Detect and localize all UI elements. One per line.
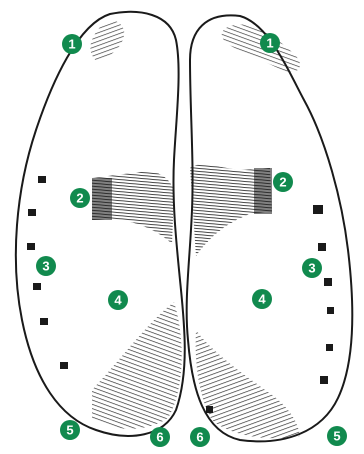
marker-badge-label: 6 <box>156 430 163 445</box>
marker-badge-right-outer-dots: 3 <box>302 258 322 278</box>
dot <box>28 209 36 216</box>
left-bottom-shading <box>92 302 182 429</box>
dot <box>40 318 48 325</box>
marker-badge-left-bottom-inner: 6 <box>150 427 170 447</box>
left-top-shading <box>90 21 124 62</box>
marker-badge-label: 1 <box>68 37 75 52</box>
marker-badge-label: 2 <box>76 191 83 206</box>
dot <box>326 344 333 351</box>
marker-badge-label: 4 <box>114 293 122 308</box>
marker-badge-left-outer-dots: 3 <box>36 256 56 276</box>
marker-badge-label: 5 <box>333 429 340 444</box>
dot <box>60 362 68 369</box>
marker-badge-left-center: 4 <box>108 290 128 310</box>
marker-badge-right-inner-block: 2 <box>273 172 293 192</box>
right-shape <box>187 15 353 441</box>
marker-badge-left-bottom-outer: 5 <box>60 420 80 440</box>
marker-badge-right-center: 4 <box>252 289 272 309</box>
left-inner-block-edge <box>92 178 112 220</box>
marker-badge-label: 3 <box>308 261 315 276</box>
marker-badge-right-bottom-outer: 5 <box>327 426 347 446</box>
right-top-shading <box>222 24 300 72</box>
marker-badge-left-inner-block: 2 <box>70 188 90 208</box>
marker-badge-right-top: 1 <box>260 33 280 53</box>
dot <box>206 406 213 413</box>
dot <box>320 376 328 384</box>
marker-badge-label: 4 <box>258 292 266 307</box>
dot <box>27 243 35 250</box>
marker-badge-left-top: 1 <box>62 34 82 54</box>
marker-badge-label: 1 <box>266 36 273 51</box>
right-inner-block-edge <box>254 168 272 214</box>
dot <box>33 283 41 290</box>
marker-badge-right-bottom-inner: 6 <box>190 427 210 447</box>
dot <box>38 176 46 183</box>
marker-badge-label: 2 <box>279 175 286 190</box>
marker-badge-label: 6 <box>196 430 203 445</box>
dot <box>318 243 326 251</box>
marker-badge-label: 5 <box>66 423 73 438</box>
marker-badge-label: 3 <box>42 259 49 274</box>
dot <box>324 278 332 286</box>
dot <box>313 205 323 214</box>
dot <box>327 307 334 314</box>
left-shape <box>16 12 185 436</box>
